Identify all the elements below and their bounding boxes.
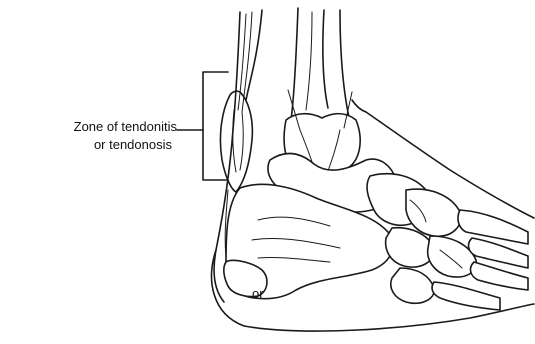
bracket-icon xyxy=(177,72,228,180)
zone-label-line-1: Zone of tendonitis xyxy=(74,118,177,135)
zone-label-line-2: or tendonosis xyxy=(94,136,172,153)
stray-text: or xyxy=(252,285,264,302)
foot-bones xyxy=(367,174,528,310)
